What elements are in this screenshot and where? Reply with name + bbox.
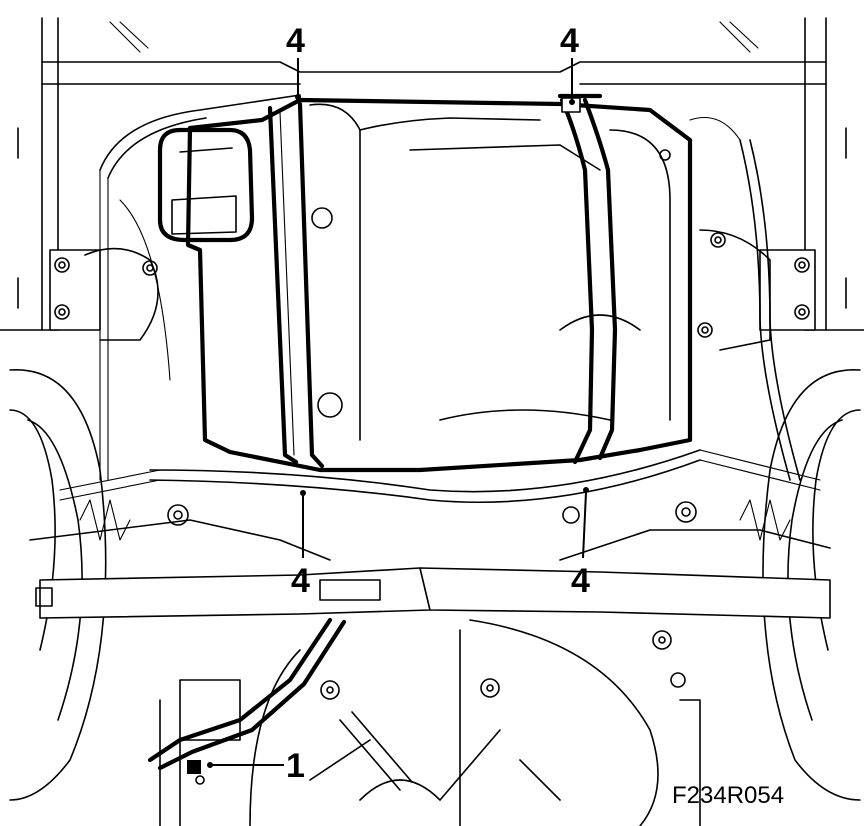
leader-dot-bottom-right [583,487,589,493]
callout-4-bottom-right: 4 [571,562,590,600]
leader-dot-bottom-left [300,490,306,496]
body-frame [0,17,864,331]
fuel-and-brake-lines [59,94,821,504]
leader-bottom-right [582,491,587,559]
filler-vent-line [147,617,347,774]
right-mount-plate [697,229,816,351]
figure-code: F234R054 [672,782,784,809]
evap-canister [157,127,255,243]
callout-4-bottom-left: 4 [291,562,310,600]
callout-4-top-right: 4 [560,22,579,60]
left-mount-plate [49,247,159,341]
rear-axle [29,499,831,619]
callout-1: 1 [286,747,305,785]
leader-dot-top-right [569,99,575,105]
fuel-tank [185,97,693,473]
leader-dot-part-1 [207,762,213,768]
callout-4-top-left: 4 [286,22,305,60]
leader-dot-top-left [295,94,301,100]
tank-strap-left [267,101,325,469]
callout-leaders [207,58,589,768]
spare-wheel-well [159,619,701,826]
